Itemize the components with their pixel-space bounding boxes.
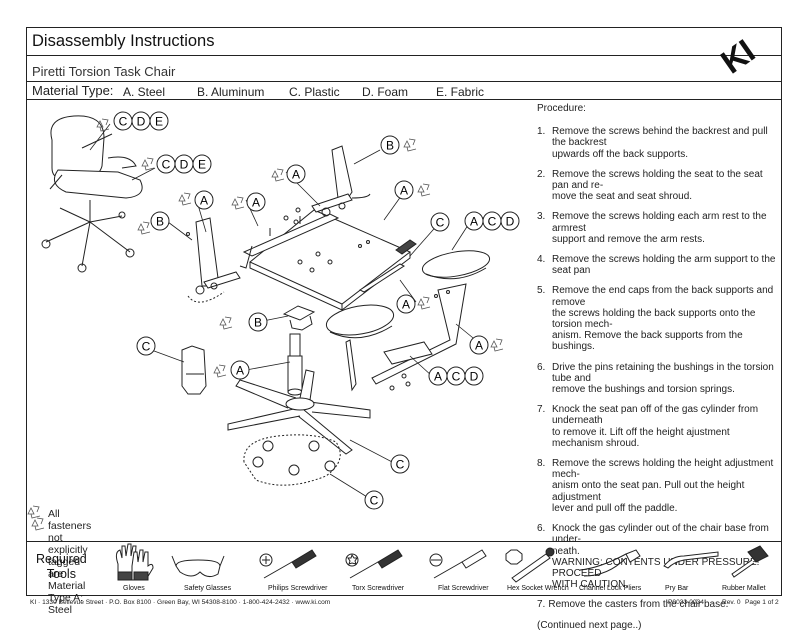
fasteners: [186, 207, 450, 391]
pry-bar-icon: [663, 551, 719, 569]
svg-text:C: C: [162, 158, 171, 172]
callout-c: C: [396, 458, 405, 472]
title-divider: [26, 55, 782, 56]
svg-text:C: C: [488, 215, 497, 229]
required-tools-heading: Required Tools: [36, 552, 87, 581]
svg-text:C: C: [452, 370, 461, 384]
height-lever: [358, 263, 406, 293]
tool-label-phillips-screwdriver: Philips Screwdriver: [268, 585, 328, 592]
svg-text:D: D: [137, 115, 146, 129]
procedure-step: 3.Remove the screws holding each arm res…: [537, 211, 767, 245]
procedure-step: 7.Knock the seat pan off of the gas cyli…: [537, 404, 759, 449]
tool-label-channel-lock-pliers: Channel Lock Pliers: [579, 585, 642, 592]
arm-rest-right: [371, 250, 491, 385]
callout-c: C: [142, 340, 151, 354]
callout-cde-backrest: C D E: [113, 111, 169, 131]
document-frame: [26, 27, 782, 596]
cylinder-shroud: [181, 345, 207, 395]
procedure: Procedure: 1.Remove the screws behind th…: [537, 103, 782, 631]
back-support-right: [311, 145, 371, 217]
tool-label-gloves: Gloves: [123, 585, 145, 592]
casters: [243, 434, 341, 486]
callout-b: B: [156, 215, 164, 229]
callout-a: A: [402, 298, 410, 312]
gas-cylinder: [287, 333, 303, 396]
tool-label-torx-screwdriver: Torx Screwdriver: [352, 585, 405, 592]
callout-b: B: [254, 316, 262, 330]
callout-a: A: [252, 196, 260, 210]
rubber-mallet-icon: [731, 545, 769, 578]
footer-doc-number: P0033-0034: [668, 599, 704, 606]
callout-a: A: [475, 339, 483, 353]
footer-address: KI · 1330 Bellevue Street · P.O. Box 810…: [30, 599, 331, 606]
callout-a: A: [236, 364, 244, 378]
callout-a: A: [292, 168, 300, 182]
product-name: Piretti Torsion Task Chair: [32, 64, 176, 79]
safety-glasses-icon: [171, 555, 225, 578]
page-title: Disassembly Instructions: [32, 32, 215, 50]
tool-label-rubber-mallet: Rubber Mallet: [722, 585, 766, 592]
callout-a: A: [200, 194, 208, 208]
torsion-mechanism: [239, 213, 340, 269]
channel-lock-pliers-icon: [579, 549, 641, 577]
torx-screwdriver-icon: [345, 549, 403, 579]
svg-text:D: D: [180, 158, 189, 172]
procedure-step: 1.Remove the screws behind the backrest …: [537, 126, 768, 160]
gloves-icon: [115, 543, 154, 581]
procedure-step: 8.Remove the screws holding the height a…: [537, 458, 774, 514]
material-d: D. Foam: [362, 85, 409, 99]
callout-b: B: [386, 139, 394, 153]
material-b: B. Aluminum: [197, 85, 265, 99]
tool-label-safety-glasses: Safety Glasses: [184, 585, 232, 592]
procedure-step: 4.Remove the screws holding the arm supp…: [537, 254, 776, 277]
callout-c: C: [370, 494, 379, 508]
procedure-heading: Procedure:: [537, 103, 586, 114]
procedure-step: 7.Remove the casters from the chair base…: [537, 599, 729, 611]
subtitle-divider: [26, 81, 782, 82]
svg-text:A: A: [470, 215, 478, 229]
svg-text:C: C: [119, 115, 128, 129]
callout-c: C: [436, 216, 445, 230]
tool-label-flat-screwdriver: Flat Screwdriver: [438, 585, 489, 592]
phillips-screwdriver-icon: [259, 549, 317, 579]
material-a: A. Steel: [123, 85, 166, 99]
material-type-label: Material Type:: [32, 83, 114, 98]
required-tools-box: [26, 541, 782, 596]
hex-socket-wrench-icon: [505, 547, 555, 583]
procedure-step: 5.Remove the end caps from the back supp…: [537, 285, 774, 353]
svg-text:D: D: [470, 370, 479, 384]
chair-base: [227, 369, 371, 455]
callout-acd-left: A C D: [428, 366, 484, 386]
height-adjust-mechanism: [282, 305, 316, 331]
svg-text:E: E: [155, 115, 163, 129]
material-c: C. Plastic: [289, 85, 340, 99]
procedure-step: 2.Remove the screws holding the seat to …: [537, 168, 763, 203]
callout-cde-seat: C D E: [156, 154, 212, 174]
tool-label-hex-socket-wrench: Hex Socket Wrench: [507, 585, 569, 592]
flat-screwdriver-icon: [429, 549, 487, 579]
footer-page: Page 1 of 2: [745, 599, 779, 606]
arm-rest-left: [325, 304, 433, 392]
tool-label-pry-bar: Pry Bar: [665, 585, 689, 592]
procedure-step: 6.Drive the pins retaining the bushings …: [537, 361, 774, 396]
material-divider: [26, 99, 782, 100]
svg-text:A: A: [434, 370, 442, 384]
callout-a: A: [400, 184, 408, 198]
svg-text:D: D: [506, 215, 515, 229]
callout-acd-right: A C D: [464, 211, 520, 231]
material-e: E. Fabric: [436, 85, 485, 99]
assembled-chair-illustration: [41, 115, 143, 273]
footer-revision: Rev. 0: [722, 599, 741, 606]
back-support-left: [187, 217, 241, 303]
svg-text:E: E: [198, 158, 206, 172]
procedure-step: 6.Knock the gas cylinder out of the chai…: [537, 523, 769, 591]
paddle: [395, 239, 417, 255]
